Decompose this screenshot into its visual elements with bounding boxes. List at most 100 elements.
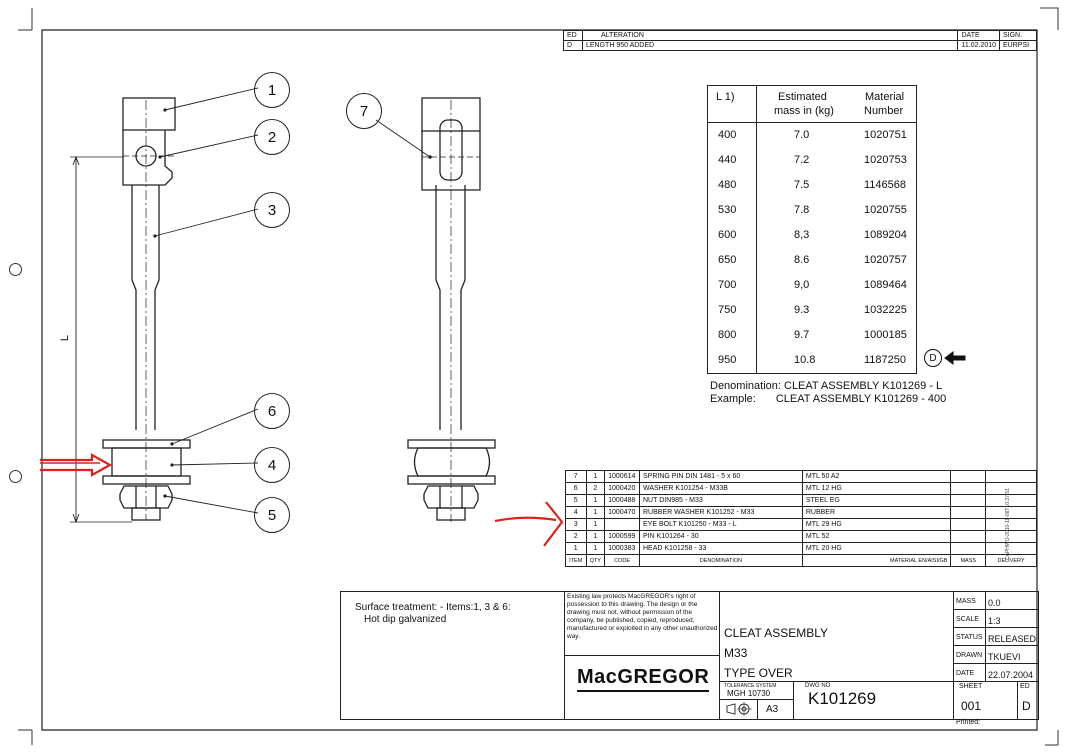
copyright-notice: Existing law protects MacGREGOR's right …: [567, 593, 718, 640]
projection-symbol-icon: [726, 702, 752, 716]
mass-header-material: Material: [865, 91, 905, 103]
parts-item: 4: [565, 506, 587, 519]
parts-item: 3: [565, 518, 587, 531]
mass-row-l: 700: [718, 279, 737, 291]
dwg-no-value: K101269: [808, 689, 877, 708]
mass-row-number: 1020757: [864, 254, 907, 266]
punch-hole-bottom: [9, 470, 22, 483]
parts-qty: 2: [585, 482, 606, 495]
punch-hole-top: [9, 263, 22, 276]
parts-material: RUBBER: [801, 506, 952, 519]
parts-item: 7: [565, 470, 587, 483]
parts-qty: 1: [585, 494, 606, 507]
mass-row-l: 440: [718, 154, 737, 166]
parts-item: 6: [565, 482, 587, 495]
mass-label: MASS: [956, 598, 976, 605]
parts-delivery: [985, 542, 1037, 555]
parts-mass: [950, 470, 987, 483]
date-label: DATE: [956, 670, 975, 677]
mass-header-l: L 1): [716, 91, 735, 103]
surface-treatment-box: Surface treatment: - Items:1, 3 & 6: Hot…: [340, 591, 565, 720]
parts-item: 5: [565, 494, 587, 507]
parts-code: 1000470: [604, 506, 640, 519]
mass-header-mass: mass in (kg): [774, 105, 834, 117]
parts-header-code: CODE: [604, 554, 640, 567]
mass-row-mass: 7.2: [794, 154, 810, 166]
parts-qty: 1: [585, 530, 606, 543]
mass-header-number: Number: [864, 105, 904, 117]
balloon-2: 2: [254, 119, 290, 155]
parts-qty: 1: [585, 506, 606, 519]
mass-row-number: 1020753: [864, 154, 907, 166]
mass-row-number: 1089204: [864, 229, 907, 241]
parts-delivery: [985, 530, 1037, 543]
parts-denomination: NUT DIN985 - M33: [639, 494, 803, 507]
parts-item: 1: [565, 542, 587, 555]
denomination-block: Denomination: CLEAT ASSEMBLY K101269 - L…: [710, 380, 946, 406]
parts-denomination: WASHER K101254 - M33B: [639, 482, 803, 495]
parts-header-denomination: DENOMINATION: [639, 554, 803, 567]
surface-treatment-line1: Surface treatment: - Items:1, 3 & 6:: [355, 602, 511, 613]
mass-row-l: 600: [718, 229, 737, 241]
mass-row-mass: 8,3: [794, 229, 810, 241]
parts-denomination: EYE BOLT K101250 - M33 - L: [639, 518, 803, 531]
parts-code: 1000383: [604, 542, 640, 555]
balloon-1: 1: [254, 72, 290, 108]
parts-material: MTL 50 A2: [801, 470, 952, 483]
mass-row-mass: 8.6: [794, 254, 810, 266]
rev-ed: D: [563, 40, 583, 51]
balloon-3: 3: [254, 192, 290, 228]
parts-qty: 1: [585, 470, 606, 483]
scale-label: SCALE: [956, 616, 979, 623]
parts-qty: 1: [585, 542, 606, 555]
parts-material: MTL 29 HG: [801, 518, 952, 531]
parts-denomination: PIN K101264 - 30: [639, 530, 803, 543]
parts-header-qty: QTY: [585, 554, 606, 567]
rev-header-ed: ED: [563, 30, 583, 41]
mass-value: 0.0: [988, 598, 1001, 608]
mass-row-l: 750: [718, 304, 737, 316]
parts-material: MTL 20 HG: [801, 542, 952, 555]
printed-label: Printed:: [956, 719, 981, 726]
side-stamp: CAPHWIJ-2010-11-08T10:37:51: [1005, 488, 1011, 560]
mass-row-mass: 7.0: [794, 129, 810, 141]
date-value: 22.07.2004: [988, 670, 1034, 680]
drawing-title-1: CLEAT ASSEMBLY: [724, 626, 829, 640]
rev-alteration: LENGTH 950 ADDED: [581, 40, 959, 51]
parts-code: 1000599: [604, 530, 640, 543]
ed-label: ED: [1020, 683, 1030, 690]
mass-row-l: 650: [718, 254, 737, 266]
status-label: STATUS: [956, 634, 983, 641]
mass-row-l: 400: [718, 129, 737, 141]
mass-row-l: 950: [718, 354, 737, 366]
mass-row-number: 1032225: [864, 304, 907, 316]
revision-table: ED ALTERATION DATE SIGN. D LENGTH 950 AD…: [563, 30, 1037, 51]
parts-material: MTL 12 HG: [801, 482, 952, 495]
parts-denomination: SPRING PIN DIN 1481 - 5 x 60: [639, 470, 803, 483]
parts-delivery: [985, 506, 1037, 519]
mass-row-mass: 7.5: [794, 179, 810, 191]
parts-material: MTL 52: [801, 530, 952, 543]
tolerance-value: MGH 10730: [727, 689, 771, 698]
rev-date: 11.02.2010: [957, 40, 1000, 51]
mass-row-mass: 7.8: [794, 204, 810, 216]
mass-row-mass: 9,0: [794, 279, 810, 291]
parts-mass: [950, 518, 987, 531]
tolerance-label: TOLERANCE SYSTEM: [724, 683, 777, 689]
parts-material: STEEL EG: [801, 494, 952, 507]
parts-mass: [950, 494, 987, 507]
parts-qty: 1: [585, 518, 606, 531]
mass-row-mass: 9.7: [794, 329, 810, 341]
parts-code: 1000420: [604, 482, 640, 495]
mass-row-l: 480: [718, 179, 737, 191]
parts-mass: [950, 530, 987, 543]
parts-item: 2: [565, 530, 587, 543]
rev-header-date: DATE: [957, 30, 1000, 41]
parts-header-material: MATERIAL EN/AISI/GB: [801, 554, 952, 567]
